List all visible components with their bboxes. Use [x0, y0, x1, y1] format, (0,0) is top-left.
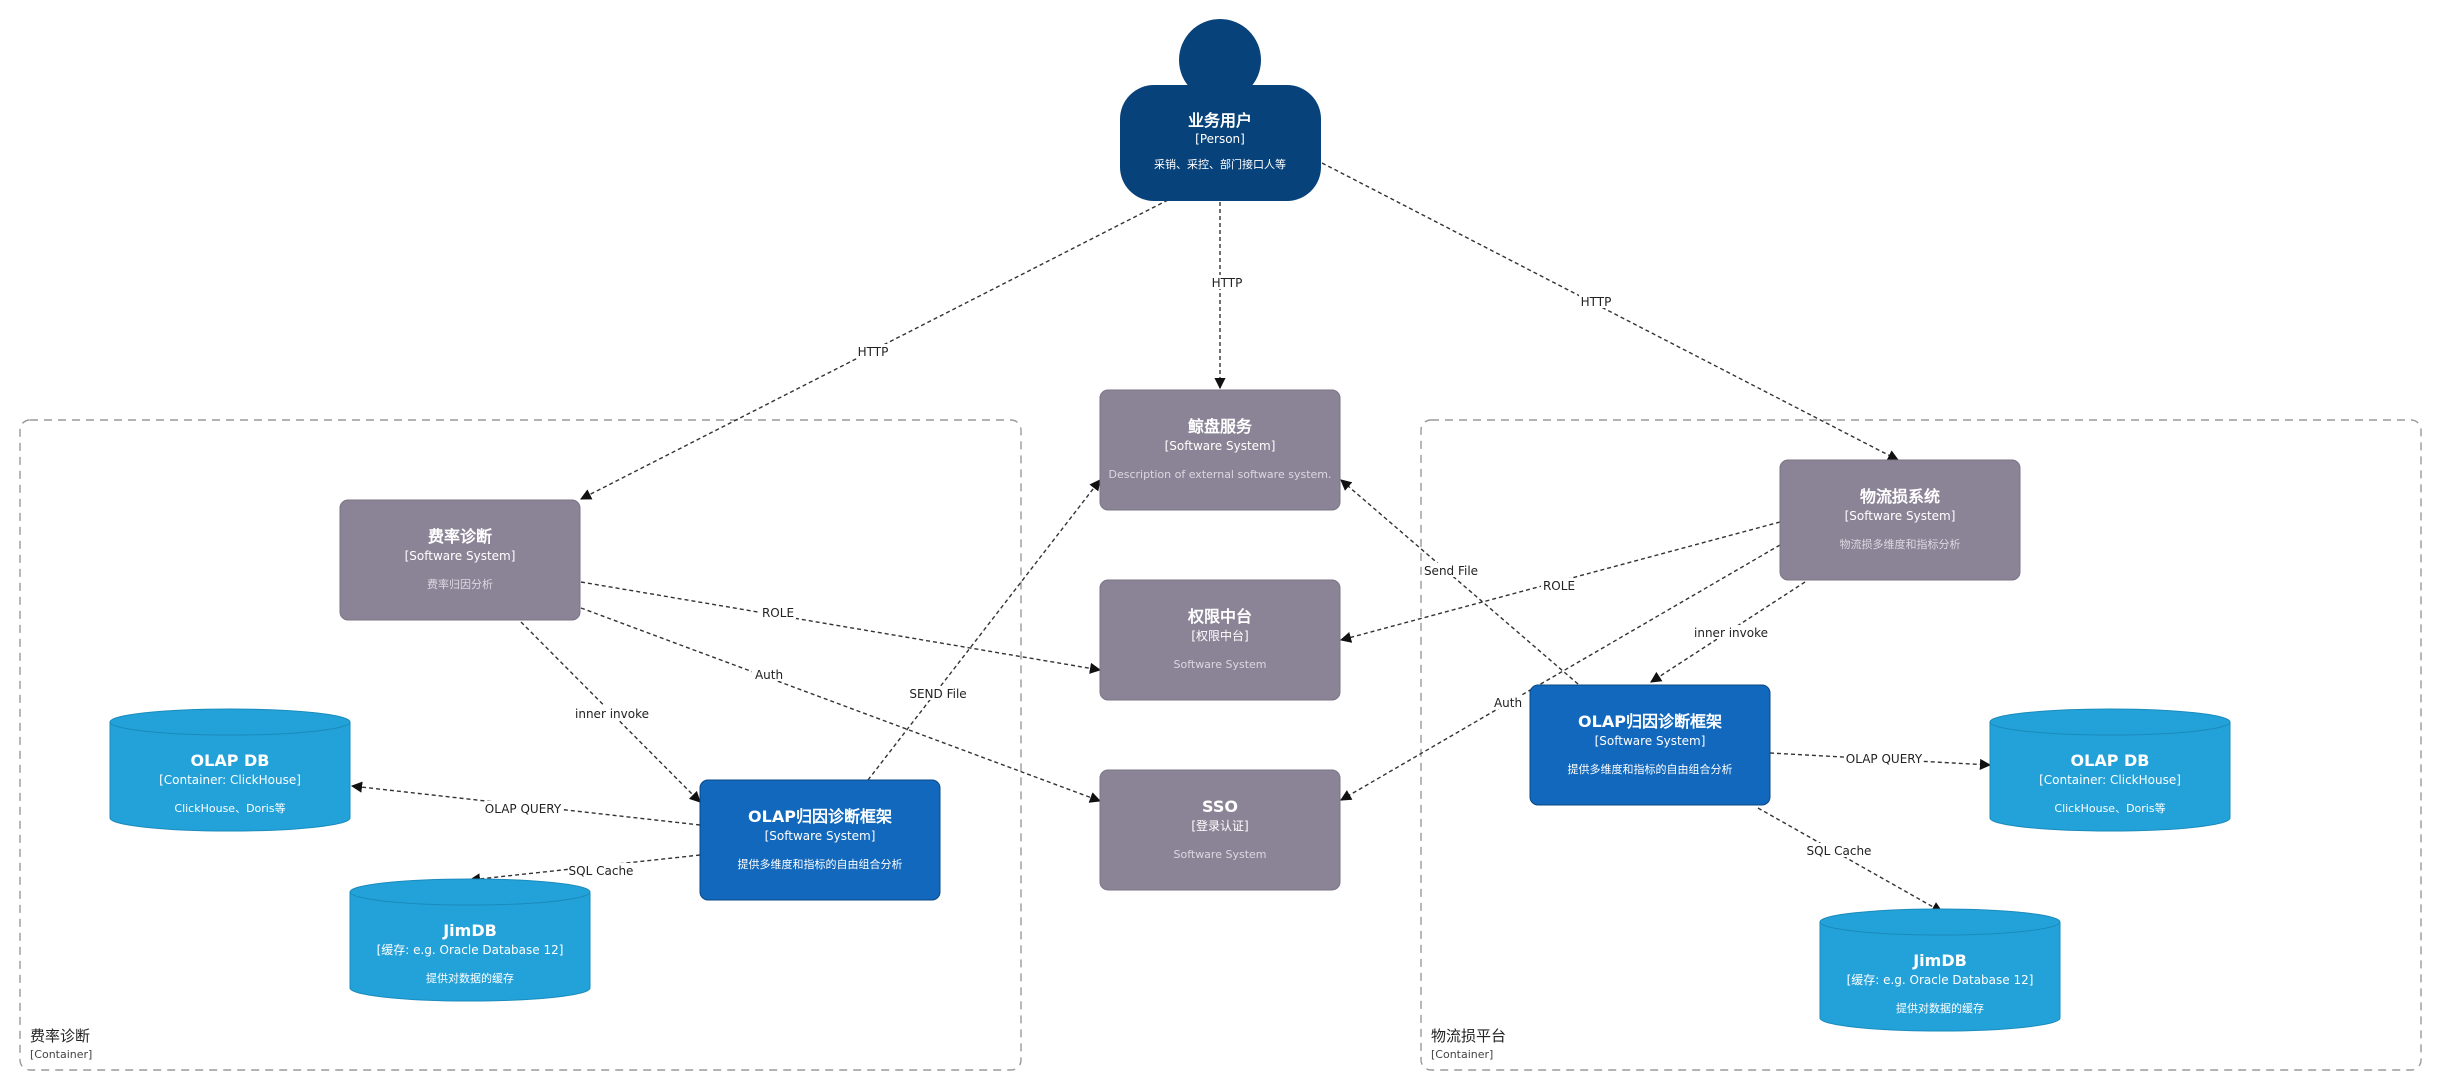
- database-olapdb-right[interactable]: OLAP DB [Container: ClickHouse] ClickHou…: [1989, 708, 2231, 832]
- edge-feilv-quanxian[interactable]: ROLE: [580, 581, 1102, 674]
- system-quanxian[interactable]: 权限中台 [权限中台] Software System: [1099, 579, 1341, 701]
- system-olap-left-tech: [Software System]: [765, 829, 876, 843]
- system-sso-title: SSO: [1202, 797, 1238, 816]
- edge-label: Send File: [1424, 564, 1478, 578]
- system-pandian[interactable]: 鲸盘服务 [Software System] Description of ex…: [1099, 389, 1341, 511]
- database-jimdb-left-desc: 提供对数据的缓存: [426, 971, 514, 985]
- database-jimdb-right-tech: [缓存: e.g. Oracle Database 12]: [1847, 973, 2034, 987]
- edge-label: OLAP QUERY: [1846, 752, 1923, 766]
- database-jimdb-right-desc: 提供对数据的缓存: [1896, 1001, 1984, 1015]
- system-wuliusun-tech: [Software System]: [1845, 509, 1956, 523]
- system-feilv-desc: 费率归因分析: [427, 577, 493, 591]
- database-olapdb-left-title: OLAP DB: [191, 751, 270, 770]
- edge-label: ROLE: [1543, 579, 1575, 593]
- system-pandian-desc: Description of external software system.: [1108, 468, 1331, 481]
- system-wuliusun-title: 物流损系统: [1860, 487, 1940, 506]
- edge-label: SQL Cache: [569, 864, 634, 878]
- database-olapdb-left-tech: [Container: ClickHouse]: [159, 773, 301, 787]
- database-olapdb-left-desc: ClickHouse、Doris等: [174, 801, 285, 815]
- edge-label: HTTP: [1581, 295, 1612, 309]
- edge-wuliusun-quanxian[interactable]: ROLE: [1339, 521, 1781, 643]
- edge-wuliusun-sso[interactable]: Auth: [1340, 544, 1781, 801]
- boundary-left-subtitle: [Container]: [30, 1048, 92, 1061]
- edge-label: Auth: [755, 668, 783, 682]
- boundary-left: 费率诊断 [Container]: [19, 419, 1022, 1071]
- system-olap-right-title: OLAP归因诊断框架: [1578, 712, 1722, 731]
- edge-person-feilv[interactable]: HTTP: [580, 199, 1169, 500]
- database-jimdb-right-title: JimDB: [1912, 951, 1967, 970]
- edge-label: inner invoke: [1694, 626, 1768, 640]
- edge-wuliusun-olap-right[interactable]: inner invoke: [1650, 581, 1806, 683]
- edge-label: inner invoke: [575, 707, 649, 721]
- system-quanxian-desc: Software System: [1173, 658, 1266, 671]
- system-sso[interactable]: SSO [登录认证] Software System: [1099, 769, 1341, 891]
- edge-olap-pandian-left[interactable]: SEND File: [867, 479, 1101, 781]
- edge-label: SQL Cache: [1807, 844, 1872, 858]
- system-pandian-tech: [Software System]: [1165, 439, 1276, 453]
- edge-label: HTTP: [858, 345, 889, 359]
- system-pandian-title: 鲸盘服务: [1188, 417, 1253, 436]
- system-sso-desc: Software System: [1173, 848, 1266, 861]
- system-quanxian-title: 权限中台: [1187, 607, 1252, 626]
- system-olap-right-desc: 提供多维度和指标的自由组合分析: [1568, 762, 1733, 776]
- system-olap-right-tech: [Software System]: [1595, 734, 1706, 748]
- database-olapdb-right-desc: ClickHouse、Doris等: [2054, 801, 2165, 815]
- edge-olap-olapdb-right[interactable]: OLAP QUERY: [1769, 751, 1992, 771]
- system-olap-right[interactable]: OLAP归因诊断框架 [Software System] 提供多维度和指标的自由…: [1529, 684, 1771, 806]
- system-feilv-tech: [Software System]: [405, 549, 516, 563]
- boundary-left-title: 费率诊断: [30, 1027, 90, 1045]
- edge-label: OLAP QUERY: [485, 802, 562, 816]
- database-olapdb-left[interactable]: OLAP DB [Container: ClickHouse] ClickHou…: [109, 708, 351, 832]
- system-quanxian-tech: [权限中台]: [1191, 628, 1248, 643]
- edge-olap-jimdb-left[interactable]: SQL Cache: [468, 854, 701, 885]
- edge-olap-olapdb-left[interactable]: OLAP QUERY: [350, 781, 701, 826]
- edge-label: HTTP: [1212, 276, 1243, 290]
- person-desc: 采销、采控、部门接口人等: [1154, 157, 1286, 171]
- edge-person-pandian[interactable]: HTTP: [1210, 202, 1244, 390]
- edge-feilv-sso[interactable]: Auth: [580, 607, 1102, 803]
- database-jimdb-left-title: JimDB: [442, 921, 497, 940]
- database-olapdb-right-tech: [Container: ClickHouse]: [2039, 773, 2181, 787]
- database-jimdb-left[interactable]: JimDB [缓存: e.g. Oracle Database 12] 提供对数…: [349, 878, 591, 1002]
- edge-olap-pandian-right[interactable]: Send File: [1340, 479, 1579, 685]
- database-jimdb-left-tech: [缓存: e.g. Oracle Database 12]: [377, 943, 564, 957]
- person-business-user[interactable]: 业务用户 [Person] 采销、采控、部门接口人等: [1120, 19, 1321, 201]
- system-wuliusun[interactable]: 物流损系统 [Software System] 物流损多维度和指标分析: [1779, 459, 2021, 581]
- system-olap-left-title: OLAP归因诊断框架: [748, 807, 892, 826]
- edge-feilv-olap-left[interactable]: inner invoke: [520, 621, 701, 803]
- system-olap-left[interactable]: OLAP归因诊断框架 [Software System] 提供多维度和指标的自由…: [699, 779, 941, 901]
- boundary-right-subtitle: [Container]: [1431, 1048, 1493, 1061]
- edge-olap-jimdb-right[interactable]: SQL Cache: [1757, 807, 1943, 913]
- boundary-right-title: 物流损平台: [1431, 1027, 1506, 1045]
- system-feilv-title: 费率诊断: [428, 527, 492, 546]
- system-wuliusun-desc: 物流损多维度和指标分析: [1840, 537, 1961, 551]
- edge-label: ROLE: [762, 606, 794, 620]
- boundary-right: 物流损平台 [Container]: [1420, 419, 2422, 1071]
- database-jimdb-right[interactable]: JimDB [缓存: e.g. Oracle Database 12] 提供对数…: [1819, 908, 2061, 1032]
- edge-label: SEND File: [909, 687, 966, 701]
- person-head-icon: [1179, 19, 1261, 101]
- edge-label: Auth: [1494, 696, 1522, 710]
- person-body: [1120, 85, 1321, 201]
- system-feilv[interactable]: 费率诊断 [Software System] 费率归因分析: [339, 499, 581, 621]
- person-tech: [Person]: [1195, 132, 1245, 146]
- system-sso-tech: [登录认证]: [1191, 818, 1248, 833]
- system-olap-left-desc: 提供多维度和指标的自由组合分析: [738, 857, 903, 871]
- edge-person-wuliusun[interactable]: HTTP: [1321, 162, 1899, 461]
- person-title: 业务用户: [1188, 111, 1252, 130]
- database-olapdb-right-title: OLAP DB: [2071, 751, 2150, 770]
- edges: HTTP HTTP HTTP ROLE Auth: [350, 162, 1992, 913]
